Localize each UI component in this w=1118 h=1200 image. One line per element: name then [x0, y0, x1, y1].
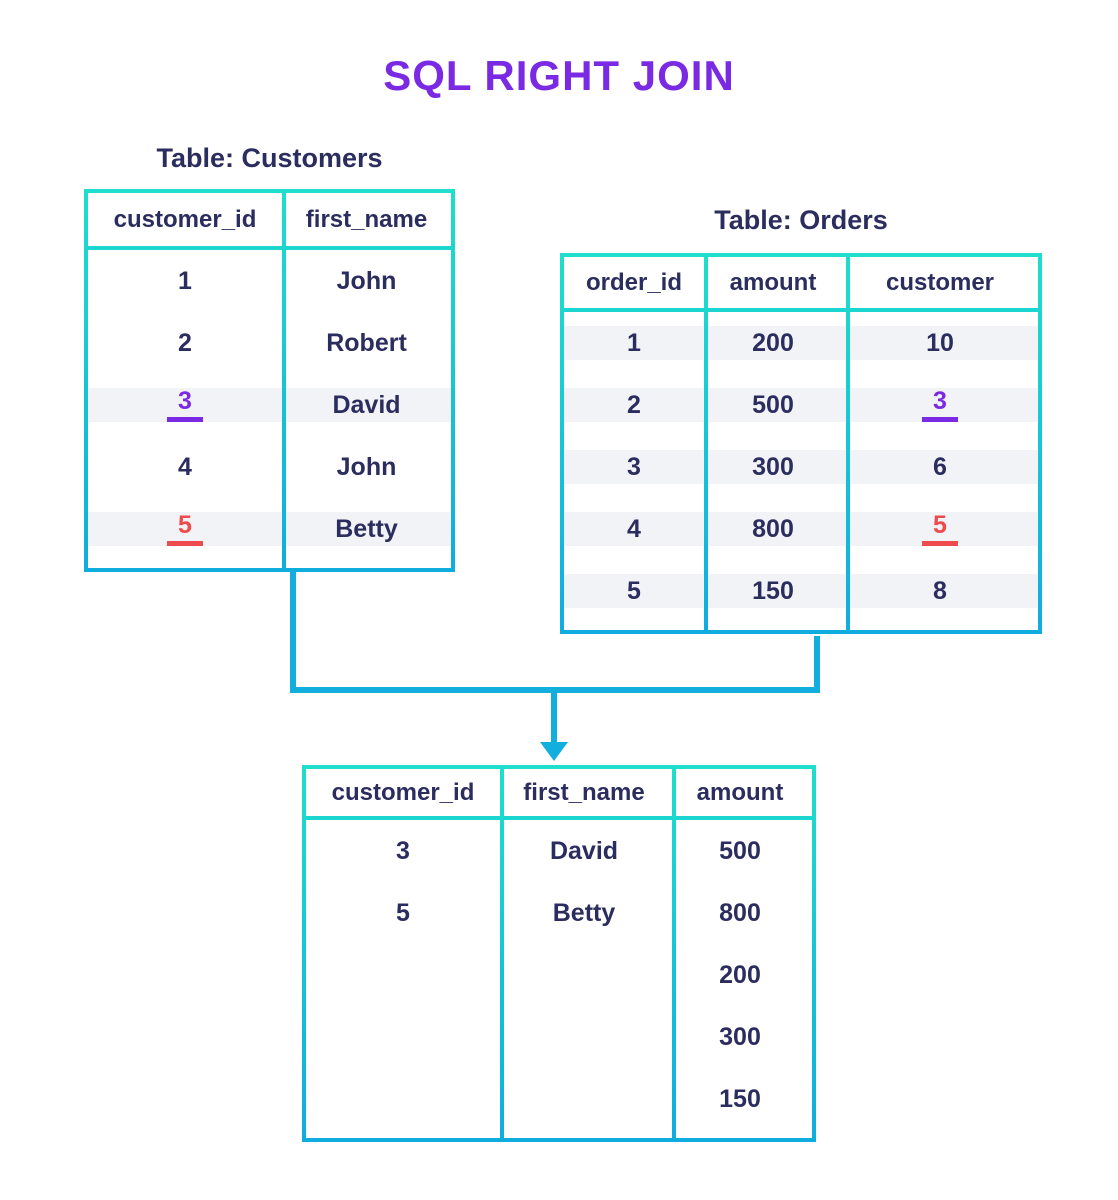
table-row: 3 David 500: [306, 820, 812, 882]
customers-table-label: Table: Customers: [156, 143, 383, 173]
cell-order-id: 5: [627, 576, 641, 605]
cell-customer-id: [306, 1068, 500, 1130]
table-row: 4 John: [88, 436, 451, 498]
cell-amount: 800: [719, 898, 761, 927]
column-header-first-name: first_name: [523, 778, 645, 806]
column-header-customer-id: customer_id: [113, 205, 257, 233]
column-header-amount: amount: [729, 268, 817, 296]
column-header-customer: customer: [885, 268, 995, 296]
column-header-first-name: first_name: [305, 205, 428, 233]
cell-amount: 300: [752, 452, 794, 481]
cell-order-id: 1: [627, 328, 641, 357]
cell-customer-id: 2: [178, 328, 192, 357]
cell-customer: 5: [842, 498, 1038, 560]
table-row-included: 2 500 3: [564, 374, 1038, 436]
cell-customer-id: 5: [88, 498, 282, 560]
table-row: 1 John: [88, 250, 451, 312]
cell-first-name: John: [336, 266, 397, 295]
cell-first-name: Robert: [326, 328, 407, 357]
result-table: customer_id first_name amount 3 David 50…: [302, 765, 816, 1142]
cell-first-name: [500, 1068, 668, 1130]
cell-amount: 150: [752, 576, 794, 605]
table-row-matched: 3 David: [88, 374, 451, 436]
table-row: 150: [306, 1068, 812, 1130]
cell-amount: 500: [719, 836, 761, 865]
table-row: 5 Betty 800: [306, 882, 812, 944]
cell-customer-id: [306, 1006, 500, 1068]
orders-table: order_id amount customer 1 200 10 2 500 …: [560, 253, 1042, 634]
table-row-matched: 5 Betty: [88, 498, 451, 560]
cell-first-name: Betty: [335, 514, 398, 543]
cell-first-name: Betty: [552, 898, 616, 927]
cell-customer: 6: [933, 452, 947, 481]
cell-amount: 150: [719, 1084, 761, 1113]
cell-order-id: 4: [627, 514, 641, 543]
column-divider: [500, 769, 504, 1138]
matched-key-purple: 3: [167, 388, 203, 423]
table-row-included: 1 200 10: [564, 312, 1038, 374]
cell-customer: 3: [842, 374, 1038, 436]
column-header-order-id: order_id: [585, 268, 683, 296]
cell-amount: 200: [752, 328, 794, 357]
connector-line-horizontal: [290, 687, 820, 693]
cell-amount: 300: [719, 1022, 761, 1051]
customers-table: customer_id first_name 1 John 2 Robert 3…: [84, 189, 455, 572]
cell-customer-id: 3: [88, 374, 282, 436]
cell-customer-id: 3: [396, 836, 410, 865]
table-row-included: 5 150 8: [564, 560, 1038, 622]
column-header-customer-id: customer_id: [331, 778, 475, 806]
cell-order-id: 2: [627, 390, 641, 419]
cell-first-name: [500, 1006, 668, 1068]
customers-header-row: customer_id first_name: [88, 193, 451, 250]
matched-key-red: 5: [167, 512, 203, 547]
cell-customer-id: 1: [178, 266, 192, 295]
cell-first-name: David: [549, 836, 619, 865]
cell-amount: 800: [752, 514, 794, 543]
diagram-title: SQL RIGHT JOIN: [383, 52, 735, 99]
matched-key-purple: 3: [922, 388, 958, 423]
cell-customer: 10: [926, 328, 954, 357]
down-arrow-icon: [540, 742, 568, 761]
table-row-included: 4 800 5: [564, 498, 1038, 560]
table-row: 300: [306, 1006, 812, 1068]
orders-table-label: Table: Orders: [714, 205, 888, 235]
table-row-included: 3 300 6: [564, 436, 1038, 498]
cell-amount: 200: [719, 960, 761, 989]
result-header-row: customer_id first_name amount: [306, 769, 812, 820]
column-divider: [672, 769, 676, 1138]
join-arrow-stem: [551, 693, 557, 743]
column-divider: [846, 257, 850, 630]
cell-customer-id: [306, 944, 500, 1006]
column-header-amount: amount: [696, 778, 784, 806]
table-row: 200: [306, 944, 812, 1006]
cell-customer-id: 4: [178, 452, 192, 481]
cell-customer: 8: [933, 576, 947, 605]
cell-first-name: [500, 944, 668, 1006]
column-divider: [704, 257, 708, 630]
connector-line-customers: [290, 570, 296, 693]
connector-line-orders: [814, 636, 820, 693]
cell-amount: 500: [752, 390, 794, 419]
matched-key-red: 5: [922, 512, 958, 547]
column-divider: [282, 193, 286, 568]
cell-order-id: 3: [627, 452, 641, 481]
cell-first-name: David: [332, 390, 401, 419]
cell-first-name: John: [336, 452, 397, 481]
cell-customer-id: 5: [396, 898, 410, 927]
orders-header-row: order_id amount customer: [564, 257, 1038, 312]
table-row: 2 Robert: [88, 312, 451, 374]
